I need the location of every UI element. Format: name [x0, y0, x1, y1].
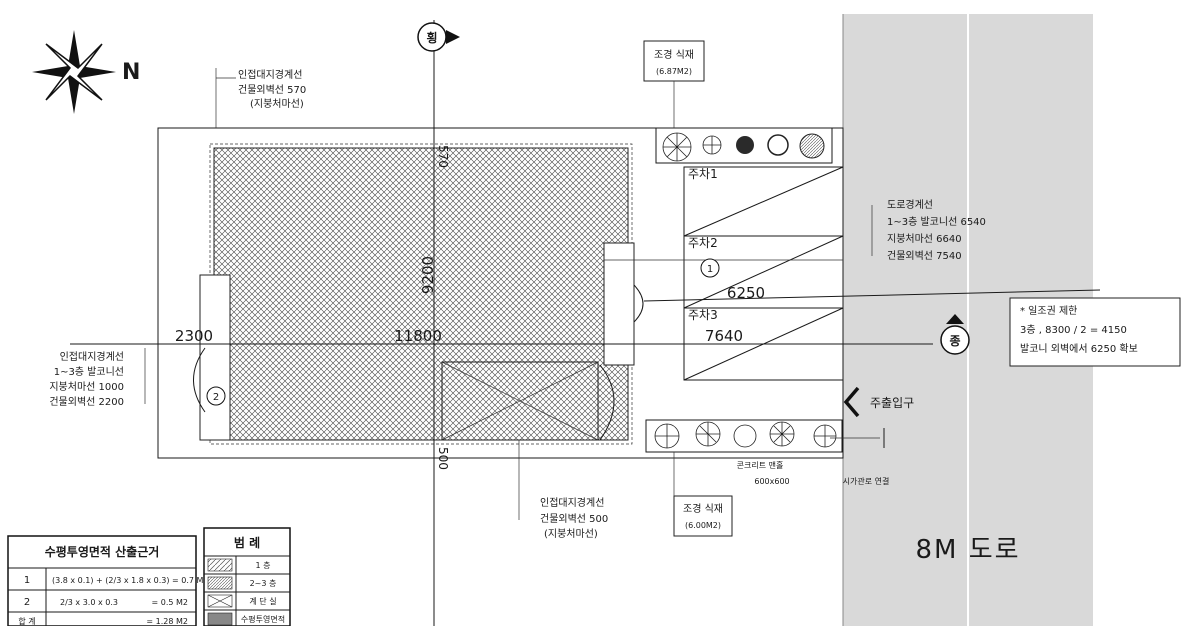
transverse-badge: [417, 22, 460, 52]
callout-left-line2: 1~3층 발코니선: [54, 366, 124, 378]
longitudinal-badge: [940, 314, 970, 355]
callout-right-line4: 건물외벽선 7540: [887, 250, 962, 262]
legend-title: 범 례: [234, 535, 260, 550]
axis-lines: [70, 20, 1101, 626]
parking-1-label: 주차1: [688, 167, 718, 181]
area-row-3-result: = 1.28 M2: [146, 617, 188, 626]
sewer-connection-label: 시가관로 연결: [843, 476, 890, 486]
marker-2: [206, 386, 226, 406]
marker-1: [700, 258, 720, 278]
entrance-arrow-icon: [843, 386, 860, 418]
stair-hall: [441, 361, 599, 441]
callout-right-line3: 지붕처마선 6640: [887, 233, 962, 245]
callout-top-left-line1: 인접대지경계선: [238, 68, 302, 81]
area-row-2-id: 2: [24, 597, 30, 608]
sunlight-note-line1: * 일조권 제한: [1020, 305, 1077, 317]
area-row-1-id: 1: [24, 575, 30, 586]
legend-item-2: 2~3 층: [250, 579, 277, 588]
callout-right-line1: 도로경계선: [887, 198, 933, 211]
callout-right-line2: 1~3층 발코니선 6540: [887, 216, 986, 228]
longitudinal-badge-label: 종: [949, 334, 960, 348]
landscape-planting-top: [655, 127, 833, 164]
landscape-bottom-line2: (6.00M2): [685, 521, 721, 530]
area-row-2-result: = 0.5 M2: [151, 598, 188, 607]
area-row-1-formula: (3.8 x 0.1) + (2/3 x 1.8 x 0.3) = 0.7 M2: [52, 576, 209, 585]
landscape-bottom-box: [673, 495, 733, 537]
callout-top-left-line3: (지붕처마선): [250, 98, 304, 110]
north-label: N: [122, 60, 140, 85]
callout-bottom-line1: 인접대지경계선: [540, 496, 604, 509]
road-label: 8M 도로: [915, 535, 1020, 565]
area-row-2-formula: 2/3 x 3.0 x 0.3: [60, 598, 118, 607]
landscape-bottom-line1: 조경 식재: [683, 502, 723, 515]
area-calculation-table: [7, 535, 197, 626]
area-table-title: 수평투영면적 산출근거: [45, 544, 160, 559]
legend-item-1: 1 층: [256, 561, 271, 570]
callout-left-line4: 건물외벽선 2200: [49, 396, 124, 408]
callout-bottom-line2: 건물외벽선 500: [540, 513, 608, 525]
parking-3-label: 주차3: [688, 308, 718, 322]
callout-left-line1: 인접대지경계선: [60, 350, 124, 363]
manhole-line2: 600x600: [754, 477, 789, 486]
dimension-building-to-road: 7640: [705, 327, 743, 345]
parking-2-label: 주차2: [688, 236, 718, 250]
transverse-badge-label: 횡: [426, 30, 437, 45]
legend-swatch-2: [207, 576, 233, 590]
dimension-sunlight: 6250: [727, 284, 765, 302]
marker-2-label: 2: [213, 392, 219, 403]
legend-swatch-1: [207, 558, 233, 572]
landscape-planting-bottom: [645, 419, 843, 453]
building-footprint: [193, 143, 644, 445]
sunlight-note-line3: 발코니 외벽에서 6250 확보: [1020, 343, 1138, 355]
dimension-bottom-gap: 500: [436, 447, 450, 470]
north-compass-icon: [32, 30, 116, 114]
manhole-line1: 콘크리트 맨홀: [737, 460, 784, 470]
dimension-left-gap: 2300: [175, 327, 213, 345]
legend-table: [203, 527, 291, 626]
callout-top-left-line2: 건물외벽선 570: [238, 84, 306, 96]
entrance-label: 주출입구: [870, 396, 914, 410]
dimension-top-width: 570: [436, 145, 450, 168]
callout-left-line3: 지붕처마선 1000: [49, 381, 124, 393]
landscape-top-line1: 조경 식재: [654, 48, 694, 61]
area-row-3-id: 합 계: [18, 616, 35, 626]
landscape-top-box: [643, 40, 705, 82]
legend-item-3: 계 단 실: [249, 596, 276, 606]
landscape-top-line2: (6.87M2): [656, 67, 692, 76]
marker-1-label: 1: [707, 264, 713, 275]
dimension-height: 9200: [419, 256, 437, 294]
legend-item-4: 수평투영면적: [241, 614, 285, 624]
dimension-length: 11800: [394, 327, 442, 345]
sunlight-note-line2: 3층 , 8300 / 2 = 4150: [1020, 324, 1127, 336]
sunlight-note-box: [1009, 297, 1181, 367]
legend-swatch-4: [207, 612, 233, 626]
callout-bottom-line3: (지붕처마선): [544, 528, 598, 540]
